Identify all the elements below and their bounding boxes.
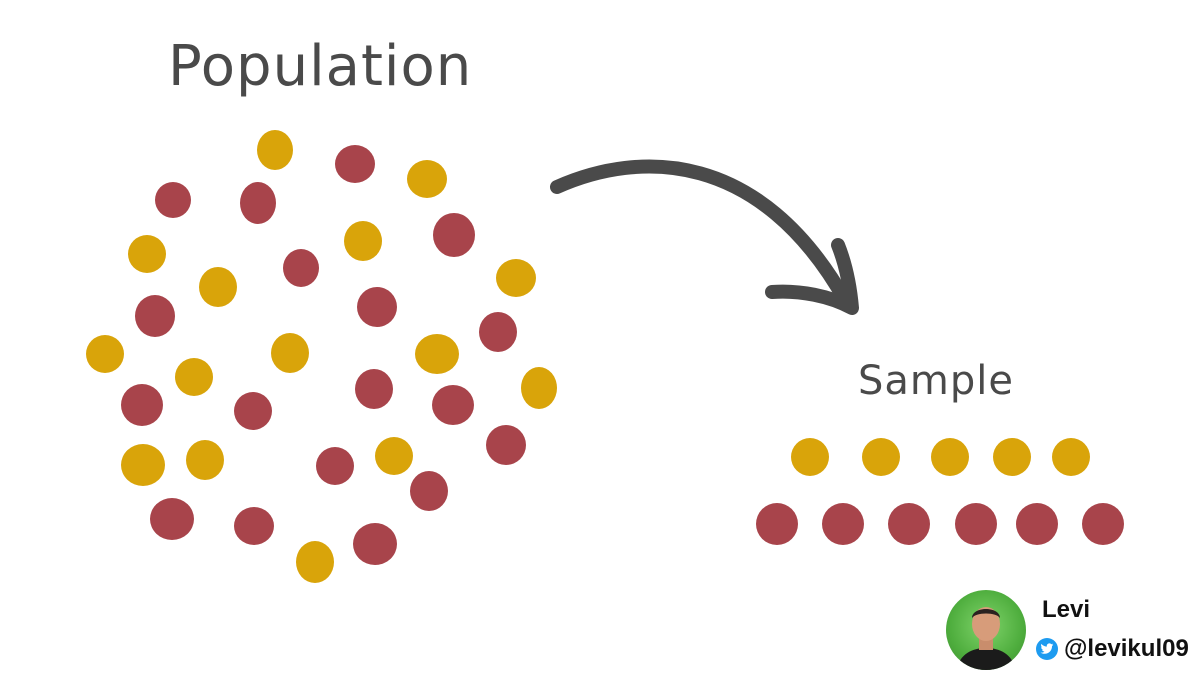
population-red-dot bbox=[486, 425, 526, 465]
population-gold-dot bbox=[128, 235, 166, 273]
sample-title: Sample bbox=[858, 358, 1014, 404]
population-title: Population bbox=[168, 34, 473, 99]
population-red-dot bbox=[357, 287, 397, 327]
population-gold-dot bbox=[175, 358, 213, 396]
population-red-dot bbox=[234, 507, 274, 545]
population-red-dot bbox=[353, 523, 397, 565]
population-gold-dot bbox=[199, 267, 237, 307]
sample-gold-dot bbox=[791, 438, 829, 476]
author-name: Levi bbox=[1042, 596, 1091, 623]
sample-gold-dot bbox=[1052, 438, 1090, 476]
population-gold-dot bbox=[86, 335, 124, 373]
population-gold-dot bbox=[296, 541, 334, 583]
avatar bbox=[946, 590, 1026, 670]
population-gold-dot bbox=[521, 367, 557, 409]
sample-red-dot bbox=[1082, 503, 1124, 545]
population-red-dot bbox=[283, 249, 319, 287]
sample-gold-dot bbox=[993, 438, 1031, 476]
population-red-dot bbox=[433, 213, 475, 257]
population-red-dot bbox=[155, 182, 191, 218]
population-red-dot bbox=[240, 182, 276, 224]
sample-red-dot bbox=[955, 503, 997, 545]
population-gold-dot bbox=[407, 160, 447, 198]
population-gold-dot bbox=[257, 130, 293, 170]
sample-dots bbox=[756, 438, 1124, 545]
sample-red-dot bbox=[756, 503, 798, 545]
twitter-bird-icon bbox=[1036, 638, 1058, 660]
population-red-dot bbox=[335, 145, 375, 183]
population-gold-dot bbox=[415, 334, 459, 374]
population-red-dot bbox=[150, 498, 194, 540]
person-photo-icon bbox=[956, 607, 1016, 670]
population-red-dot bbox=[410, 471, 448, 511]
population-red-dot bbox=[479, 312, 517, 352]
sample-gold-dot bbox=[862, 438, 900, 476]
author-handle-row[interactable]: @levikul09 bbox=[1036, 634, 1189, 664]
population-gold-dot bbox=[496, 259, 536, 297]
curved-arrow-icon bbox=[550, 159, 859, 315]
population-red-dot bbox=[355, 369, 393, 409]
author-handle[interactable]: @levikul09 bbox=[1064, 635, 1189, 662]
sample-red-dot bbox=[888, 503, 930, 545]
population-red-dot bbox=[234, 392, 272, 430]
population-gold-dot bbox=[121, 444, 165, 486]
population-gold-dot bbox=[271, 333, 309, 373]
sample-gold-dot bbox=[931, 438, 969, 476]
population-gold-dot bbox=[375, 437, 413, 475]
sample-red-dot bbox=[822, 503, 864, 545]
population-red-dot bbox=[316, 447, 354, 485]
population-red-dot bbox=[432, 385, 474, 425]
population-gold-dot bbox=[186, 440, 224, 480]
author-card: Levi @levikul09 bbox=[944, 590, 1194, 670]
population-red-dot bbox=[121, 384, 163, 426]
population-dots bbox=[86, 130, 557, 583]
population-gold-dot bbox=[344, 221, 382, 261]
sample-red-dot bbox=[1016, 503, 1058, 545]
population-red-dot bbox=[135, 295, 175, 337]
